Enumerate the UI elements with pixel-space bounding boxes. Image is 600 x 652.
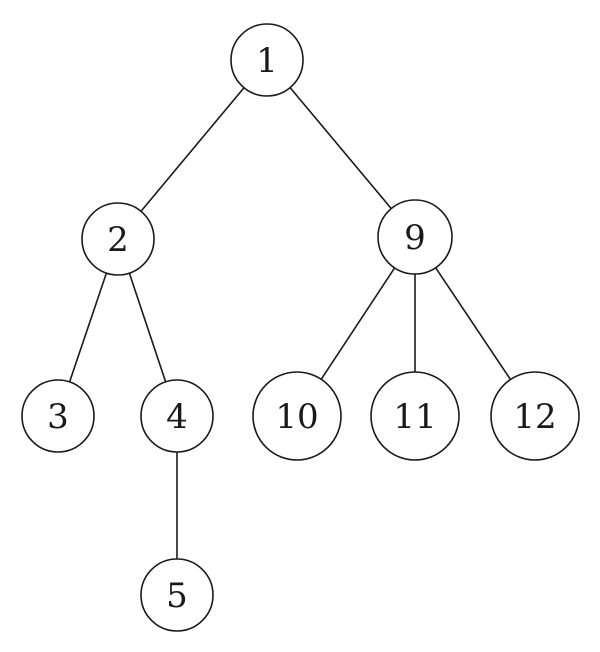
tree-node-circle xyxy=(140,558,214,632)
tree-node-3: 3 xyxy=(21,379,95,453)
tree-node-label: 5 xyxy=(166,576,188,616)
tree-node-1: 1 xyxy=(230,23,304,97)
tree-edge-n1-n2 xyxy=(140,86,245,213)
tree-node-9: 9 xyxy=(377,199,453,275)
tree-node-12: 12 xyxy=(490,371,580,461)
tree-node-circle xyxy=(377,199,453,275)
tree-node-label: 1 xyxy=(256,41,278,81)
tree-edge-n2-n3 xyxy=(68,272,108,383)
tree-node-label: 10 xyxy=(275,397,318,437)
tree-node-10: 10 xyxy=(252,371,342,461)
tree-node-label: 9 xyxy=(404,218,426,258)
tree-node-2: 2 xyxy=(81,202,155,276)
tree-node-circle xyxy=(81,202,155,276)
tree-edge-n2-n4 xyxy=(128,272,167,383)
tree-edge-n9-n12 xyxy=(434,266,512,381)
tree-node-5: 5 xyxy=(140,558,214,632)
tree-node-label: 11 xyxy=(393,397,436,437)
tree-node-label: 2 xyxy=(107,220,129,260)
tree-node-label: 3 xyxy=(47,397,69,437)
tree-node-11: 11 xyxy=(370,371,460,461)
tree-node-4: 4 xyxy=(140,379,214,453)
tree-node-circle xyxy=(370,371,460,461)
tree-edge-n9-n10 xyxy=(320,267,396,381)
tree-edges xyxy=(68,86,512,560)
tree-node-circle xyxy=(140,379,214,453)
tree-node-label: 4 xyxy=(166,397,188,437)
tree-node-circle xyxy=(21,379,95,453)
tree-node-circle xyxy=(490,371,580,461)
tree-edge-n1-n9 xyxy=(289,86,393,210)
tree-node-label: 12 xyxy=(513,397,556,437)
tree-node-circle xyxy=(230,23,304,97)
tree-node-circle xyxy=(252,371,342,461)
